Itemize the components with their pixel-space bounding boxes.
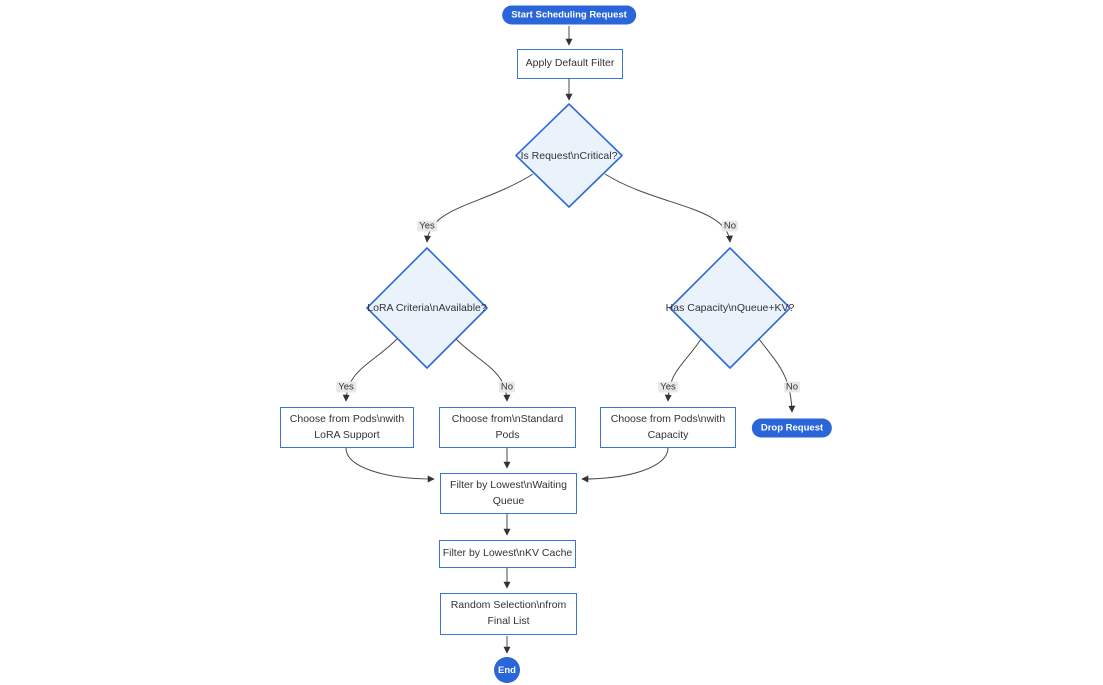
node-has-capacity-label: Has Capacity\nQueue+KV?	[665, 302, 795, 314]
node-start-scheduling-request: Start Scheduling Request	[502, 5, 636, 25]
node-is-request-critical-label: Is Request\nCritical?	[520, 150, 618, 162]
edge-critical-yes-to-lora	[424, 173, 534, 243]
node-end: End	[494, 657, 520, 683]
edge-label-capacity-no: No	[783, 381, 801, 393]
node-choose-standard-pods: Choose from\nStandard Pods	[439, 407, 576, 448]
edge-label-lora-no: No	[498, 381, 516, 393]
edge-label-critical-no: No	[721, 220, 739, 232]
edge-choose-capacity-to-filter-queue	[581, 447, 669, 483]
edge-label-critical-yes: Yes	[417, 220, 437, 232]
edge-critical-no-to-capacity	[604, 173, 733, 243]
edge-label-lora-yes: Yes	[336, 381, 356, 393]
edge-capacity-no-to-drop	[758, 338, 796, 413]
node-filter-lowest-waiting-queue: Filter by Lowest\nWaiting Queue	[440, 473, 577, 514]
edge-label-capacity-yes: Yes	[658, 381, 678, 393]
decision-diamond-is-critical	[515, 103, 623, 208]
node-random-selection-final-list: Random Selection\nfrom Final List	[440, 593, 577, 635]
node-drop-request: Drop Request	[751, 418, 833, 438]
node-choose-pods-lora-support: Choose from Pods\nwith LoRA Support	[280, 407, 414, 448]
edge-capacity-yes-to-choose-capacity	[664, 338, 702, 402]
node-lora-criteria-available-label: LoRA Criteria\nAvailable?	[367, 302, 487, 314]
decision-diamond-lora-criteria	[366, 247, 488, 369]
decision-diamond-has-capacity	[669, 247, 791, 369]
node-choose-pods-capacity: Choose from Pods\nwith Capacity	[600, 407, 736, 448]
node-apply-default-filter: Apply Default Filter	[517, 49, 623, 79]
edge-choose-lora-to-filter-queue	[345, 447, 435, 483]
node-filter-lowest-kv-cache: Filter by Lowest\nKV Cache	[439, 540, 576, 568]
